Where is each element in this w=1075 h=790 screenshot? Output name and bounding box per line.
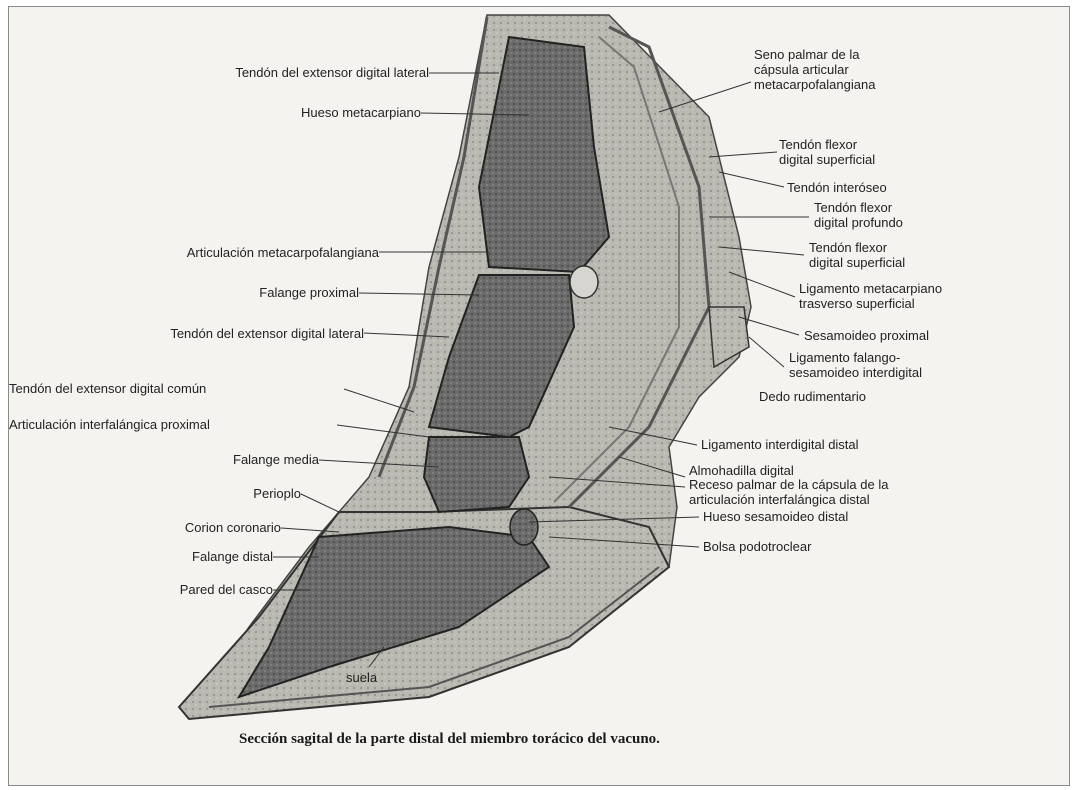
scanned-page: Tendón del extensor digital lateral Hues… — [8, 6, 1070, 786]
label-ligamento-interdigital-distal: Ligamento interdigital distal — [701, 437, 859, 452]
label-flexor-digital-profundo: Tendón flexor digital profundo — [814, 200, 903, 230]
label-hueso-metacarpiano: Hueso metacarpiano — [49, 105, 421, 120]
label-suela: suela — [346, 670, 377, 685]
sagittal-section-illustration — [9, 7, 1069, 785]
distal-sesamoid — [510, 509, 538, 545]
label-extensor-digital-comun: Tendón del extensor digital común — [9, 381, 206, 396]
label-almohadilla-digital: Almohadilla digital — [689, 463, 794, 478]
label-extensor-digital-lateral-top: Tendón del extensor digital lateral — [49, 65, 429, 80]
figure-caption: Sección sagital de la parte distal del m… — [239, 731, 660, 748]
label-ligamento-falango-sesamoideo: Ligamento falango- sesamoideo interdigit… — [789, 350, 922, 380]
dewclaw — [709, 307, 749, 367]
label-falange-distal: Falange distal — [19, 549, 273, 564]
label-corion-coronario: Corion coronario — [19, 520, 281, 535]
label-dedo-rudimentario: Dedo rudimentario — [759, 389, 866, 404]
label-articulacion-metacarpofalangiana: Articulación metacarpofalangiana — [19, 245, 379, 260]
label-flexor-digital-superficial-2: Tendón flexor digital superficial — [809, 240, 905, 270]
label-articulacion-interfalangica-proximal: Articulación interfalángica proximal — [9, 417, 210, 432]
label-falange-proximal: Falange proximal — [19, 285, 359, 300]
label-sesamoideo-proximal: Sesamoideo proximal — [804, 328, 929, 343]
label-falange-media: Falange media — [19, 452, 319, 467]
label-hueso-sesamoideo-distal: Hueso sesamoideo distal — [703, 509, 848, 524]
label-seno-palmar: Seno palmar de la cápsula articular meta… — [754, 47, 875, 92]
middle-phalanx — [424, 437, 529, 512]
label-tendon-interoseo: Tendón interóseo — [787, 180, 887, 195]
label-flexor-digital-superficial-1: Tendón flexor digital superficial — [779, 137, 875, 167]
label-ligamento-metacarpiano: Ligamento metacarpiano trasverso superfi… — [799, 281, 942, 311]
label-receso-palmar: Receso palmar de la cápsula de la articu… — [689, 477, 888, 507]
label-pared-del-casco: Pared del casco — [19, 582, 273, 597]
label-extensor-digital-lateral: Tendón del extensor digital lateral — [9, 326, 364, 341]
label-bolsa-podotroclear: Bolsa podotroclear — [703, 539, 811, 554]
label-perioplo: Perioplo — [19, 486, 301, 501]
proximal-sesamoid — [570, 266, 598, 298]
